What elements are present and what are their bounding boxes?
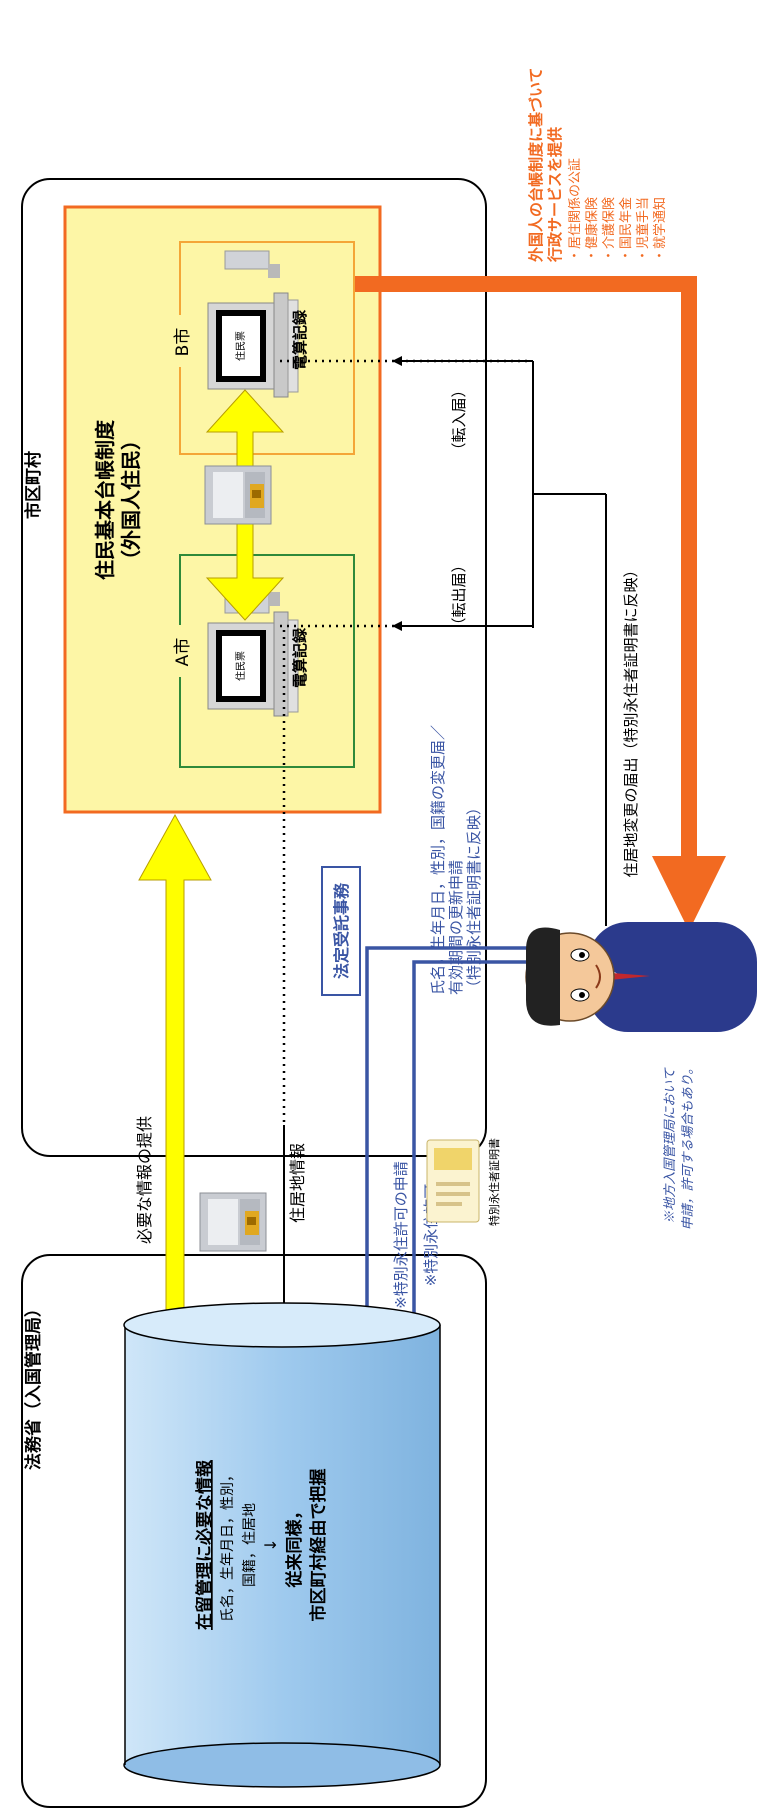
service-item-6: ・就学通知	[652, 197, 668, 262]
ministry-frame	[21, 1254, 487, 1808]
computer-icon-b	[207, 250, 299, 398]
database-line-1: 氏名，生年月日，性別，	[220, 1468, 236, 1622]
registry-title-1: 住民基本台帳制度	[93, 419, 117, 580]
city-a-label: A市	[173, 638, 193, 667]
services-block: 外国人の台帳制度に基づいて 行政サービスを提供 ・居住関係の公証 ・健康保険 ・…	[527, 67, 668, 263]
data-transfer-icon	[204, 465, 272, 525]
city-b-record: 電算記録	[291, 309, 309, 370]
services-heading-2: 行政サービスを提供	[546, 127, 564, 263]
service-item-5: ・児童手当	[635, 197, 651, 262]
city-b-label: B市	[173, 328, 193, 357]
permit-application-label: ※特別永住許可の申請	[392, 1161, 410, 1309]
regional-note-line-2: 申請，許可する場合もあり。	[681, 1062, 696, 1231]
residence-info-label: 住居地情報	[288, 1143, 307, 1223]
certificate-icon	[426, 1139, 480, 1223]
database-line-4: 市区町村経由で把握	[308, 1469, 329, 1622]
move-in-label: （転入届）	[450, 382, 468, 457]
residence-change-label: 住居地変更の届出（特別永住者証明書に反映）	[622, 562, 640, 877]
change-notice-line-2: 有効期間の更新申請	[447, 860, 465, 995]
city-a-card: 住民票	[234, 651, 247, 681]
service-item-4: ・国民年金	[618, 197, 634, 262]
info-provision-arrow	[138, 813, 212, 1326]
legal-entrusted-box	[321, 866, 361, 996]
immigration-database	[123, 1302, 441, 1788]
database-line-3: 従来同様，	[284, 1503, 305, 1589]
legal-entrusted-label: 法定受託事務	[332, 882, 351, 979]
regional-note-line-1: ※地方入国管理局において	[663, 1067, 678, 1224]
database-arrow: ↓	[261, 1538, 280, 1551]
computer-icon-a	[207, 592, 299, 717]
info-provision-label: 必要な情報の提供	[135, 1116, 154, 1244]
service-item-3: ・介護保険	[601, 197, 617, 262]
service-item-1: ・居住関係の公証	[568, 158, 583, 262]
service-item-2: ・健康保険	[584, 197, 600, 262]
ministry-title: 法務省（入国管理局）	[23, 1300, 44, 1470]
change-notice-line-1: 氏名，生年月日，性別，国籍の変更届／	[429, 725, 447, 995]
services-heading-1: 外国人の台帳制度に基づいて	[527, 67, 545, 263]
service-provision-arrow	[355, 276, 726, 931]
change-notice-line-3: （特別永住者証明書に反映）	[465, 800, 483, 995]
registry-title-2: （外国人住民）	[119, 430, 143, 570]
foreign-resident-person	[525, 922, 757, 1032]
city-a-record: 電算記録	[291, 627, 309, 688]
municipality-frame	[21, 178, 487, 1157]
certificate-label: 特別永住者証明書	[487, 1138, 501, 1226]
laptop-icon	[199, 1192, 267, 1252]
municipality-title: 市区町村	[23, 451, 44, 519]
database-heading: 在留管理に必要な情報	[194, 1459, 215, 1630]
database-line-2: 国籍，住居地	[241, 1503, 258, 1587]
move-out-label: （転出届）	[450, 557, 468, 632]
city-b-card: 住民票	[234, 331, 247, 361]
